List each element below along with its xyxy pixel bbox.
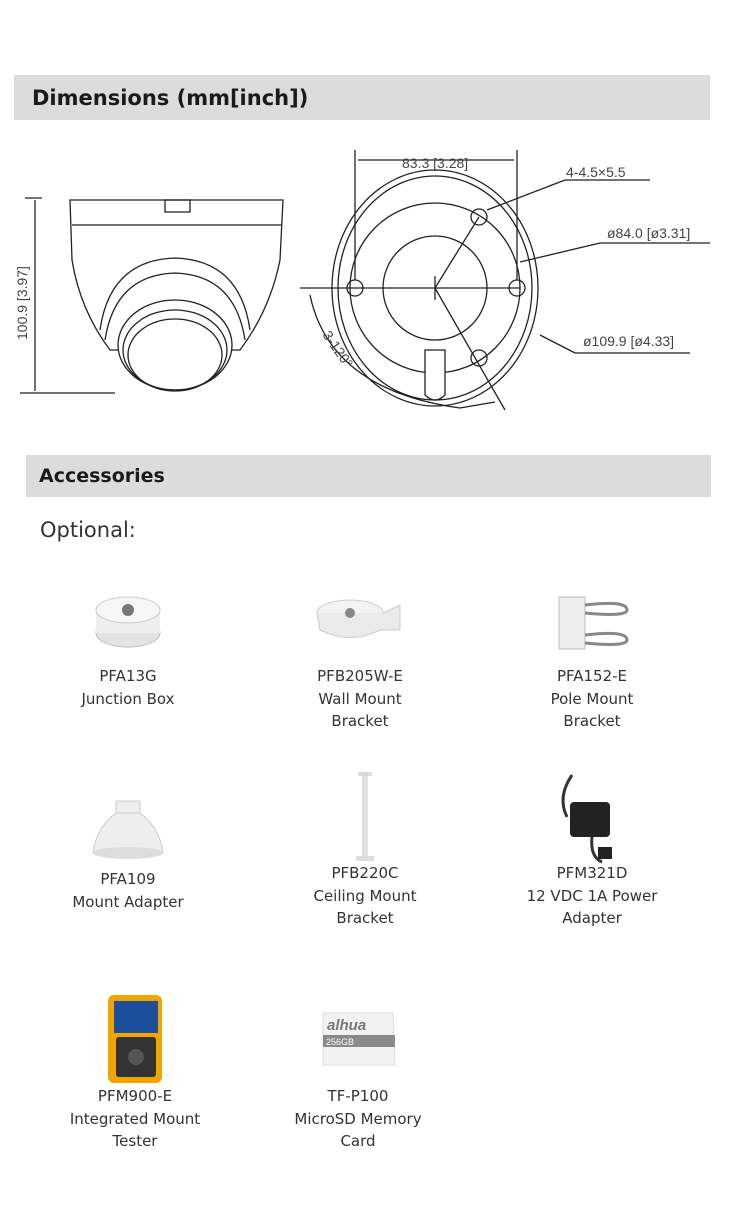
accessory-model: PFA109 [100,870,156,888]
mount-tester-image [108,994,162,1083]
accessory-desc: Bracket [331,712,389,730]
accessory-desc: Ceiling Mount [313,886,417,905]
angle-label: 3-120° [320,328,357,371]
outer-diameter-label: ø109.9 [ø4.33] [583,333,674,349]
accessory-model: PFA152-E [556,667,628,685]
inner-diameter-label: ø84.0 [ø3.31] [607,225,690,241]
mount-adapter-image [92,800,164,859]
camera-bottom-view: 83.3 [3.28] 4-4.5×5.5 ø84.0 [ø3.31] ø109… [300,150,710,411]
accessory-desc: Integrated Mount [69,1109,201,1128]
accessory-model: PFA13G [99,667,157,685]
dimensions-title: Dimensions (mm[inch]) [32,85,309,110]
accessory-desc: Pole Mount [550,689,634,708]
dimension-drawing: 100.9 [3.97] 83.3 [3.28] 4-4.5×5.5 ø84.0… [14,150,710,411]
sd-brand-logo: alhua [327,1017,366,1034]
power-adapter-image [561,774,612,864]
accessory-pfb220c: PFB220C Ceiling Mount Bracket [265,771,465,930]
holes-label: 4-4.5×5.5 [566,164,626,180]
accessory-model: PFM321D [556,864,628,882]
ceiling-mount-bracket-image [356,771,374,861]
accessory-desc: MicroSD Memory [294,1109,422,1128]
accessory-model: TF-P100 [327,1087,389,1105]
sd-capacity: 256GB [326,1037,354,1047]
width-label: 83.3 [3.28] [402,155,468,171]
accessory-tf-p100: alhua 256GB TF-P100 MicroSD Memory Card [258,995,458,1153]
accessory-desc: Junction Box [81,689,175,708]
microsd-card-image: alhua 256GB [322,1012,396,1066]
optional-label: Optional: [40,518,136,542]
accessory-desc: 12 VDC 1A Power [526,886,658,905]
accessory-model: PFM900-E [97,1087,173,1105]
height-label: 100.9 [3.97] [14,266,30,340]
accessory-pfb205w-e: PFB205W-E Wall Mount Bracket [260,575,460,733]
accessory-pfa152-e: PFA152-E Pole Mount Bracket [492,575,692,733]
pole-mount-bracket-image [558,596,629,650]
dimensions-header: Dimensions (mm[inch]) [14,75,710,120]
accessories-title: Accessories [39,465,165,487]
junction-box-image [95,596,161,648]
accessory-desc: Mount Adapter [72,892,184,911]
accessories-header: Accessories [26,455,711,497]
accessory-model: PFB220C [331,864,399,882]
accessory-pfa13g: PFA13G Junction Box [28,575,228,710]
accessory-pfm321d: PFM321D 12 VDC 1A Power Adapter [492,772,692,930]
accessory-desc: Tester [112,1132,158,1150]
accessory-desc: Wall Mount [318,689,402,708]
accessory-desc: Adapter [562,909,622,927]
accessory-model: PFB205W-E [317,667,403,685]
accessory-pfm900-e: PFM900-E Integrated Mount Tester [35,994,235,1153]
accessory-desc: Card [340,1132,376,1150]
accessory-desc: Bracket [563,712,621,730]
accessory-pfa109: PFA109 Mount Adapter [28,778,228,913]
camera-side-view: 100.9 [3.97] [14,197,284,394]
wall-mount-bracket-image [316,599,401,638]
accessory-desc: Bracket [336,909,394,927]
